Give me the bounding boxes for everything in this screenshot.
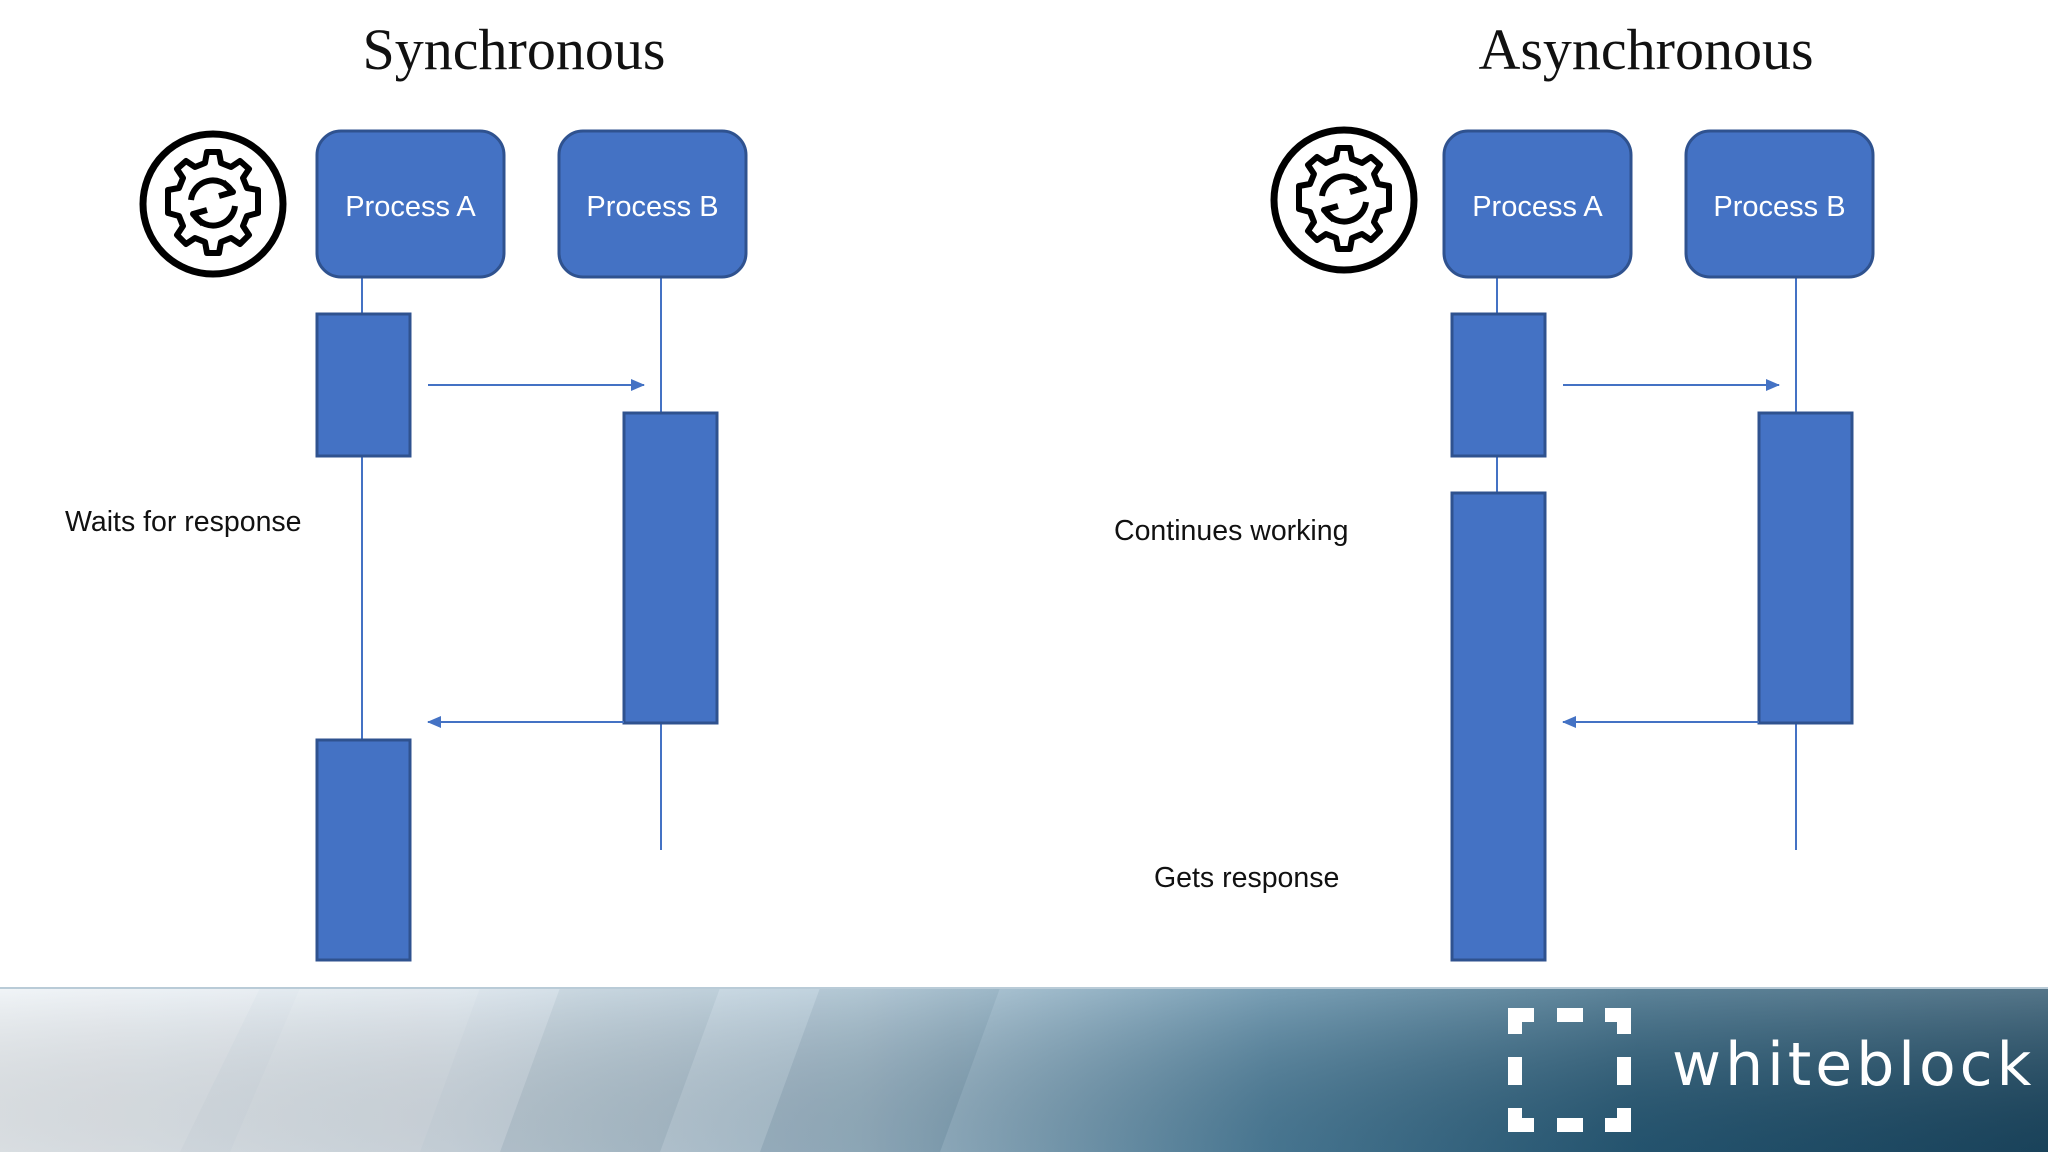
async-title: Asynchronous [1478,17,1813,82]
gear-sync-icon [1274,130,1414,270]
gets-response-note: Gets response [1154,862,1339,894]
process-a-activation-1 [1450,312,1547,458]
process-b-label: Process B [1713,191,1845,223]
process-b-box [557,129,748,279]
process-a-label: Process A [1472,191,1603,223]
dashed-square-logo-icon [1508,1008,1631,1132]
footer-banner: whiteblock [0,987,2048,1152]
process-a-activation-1 [315,312,412,458]
sync-diagram: Synchronous Process A Process B Waits fo… [65,17,748,962]
process-b-activation [622,411,719,725]
process-b-activation [1757,411,1854,725]
waits-for-response-note: Waits for response [65,506,302,538]
process-a-activation-2 [315,738,412,962]
continues-working-note: Continues working [1114,515,1348,547]
async-diagram: Asynchronous Process A Process B Continu… [1114,17,1875,962]
process-a-label: Process A [345,191,476,223]
process-a-box [315,129,506,279]
process-a-activation-2 [1450,491,1547,962]
process-a-box [1442,129,1633,279]
process-b-label: Process B [586,191,718,223]
sync-title: Synchronous [363,17,666,82]
gear-sync-icon [143,134,283,274]
brand-wordmark: whiteblock [1672,1030,2035,1100]
process-b-box [1684,129,1875,279]
